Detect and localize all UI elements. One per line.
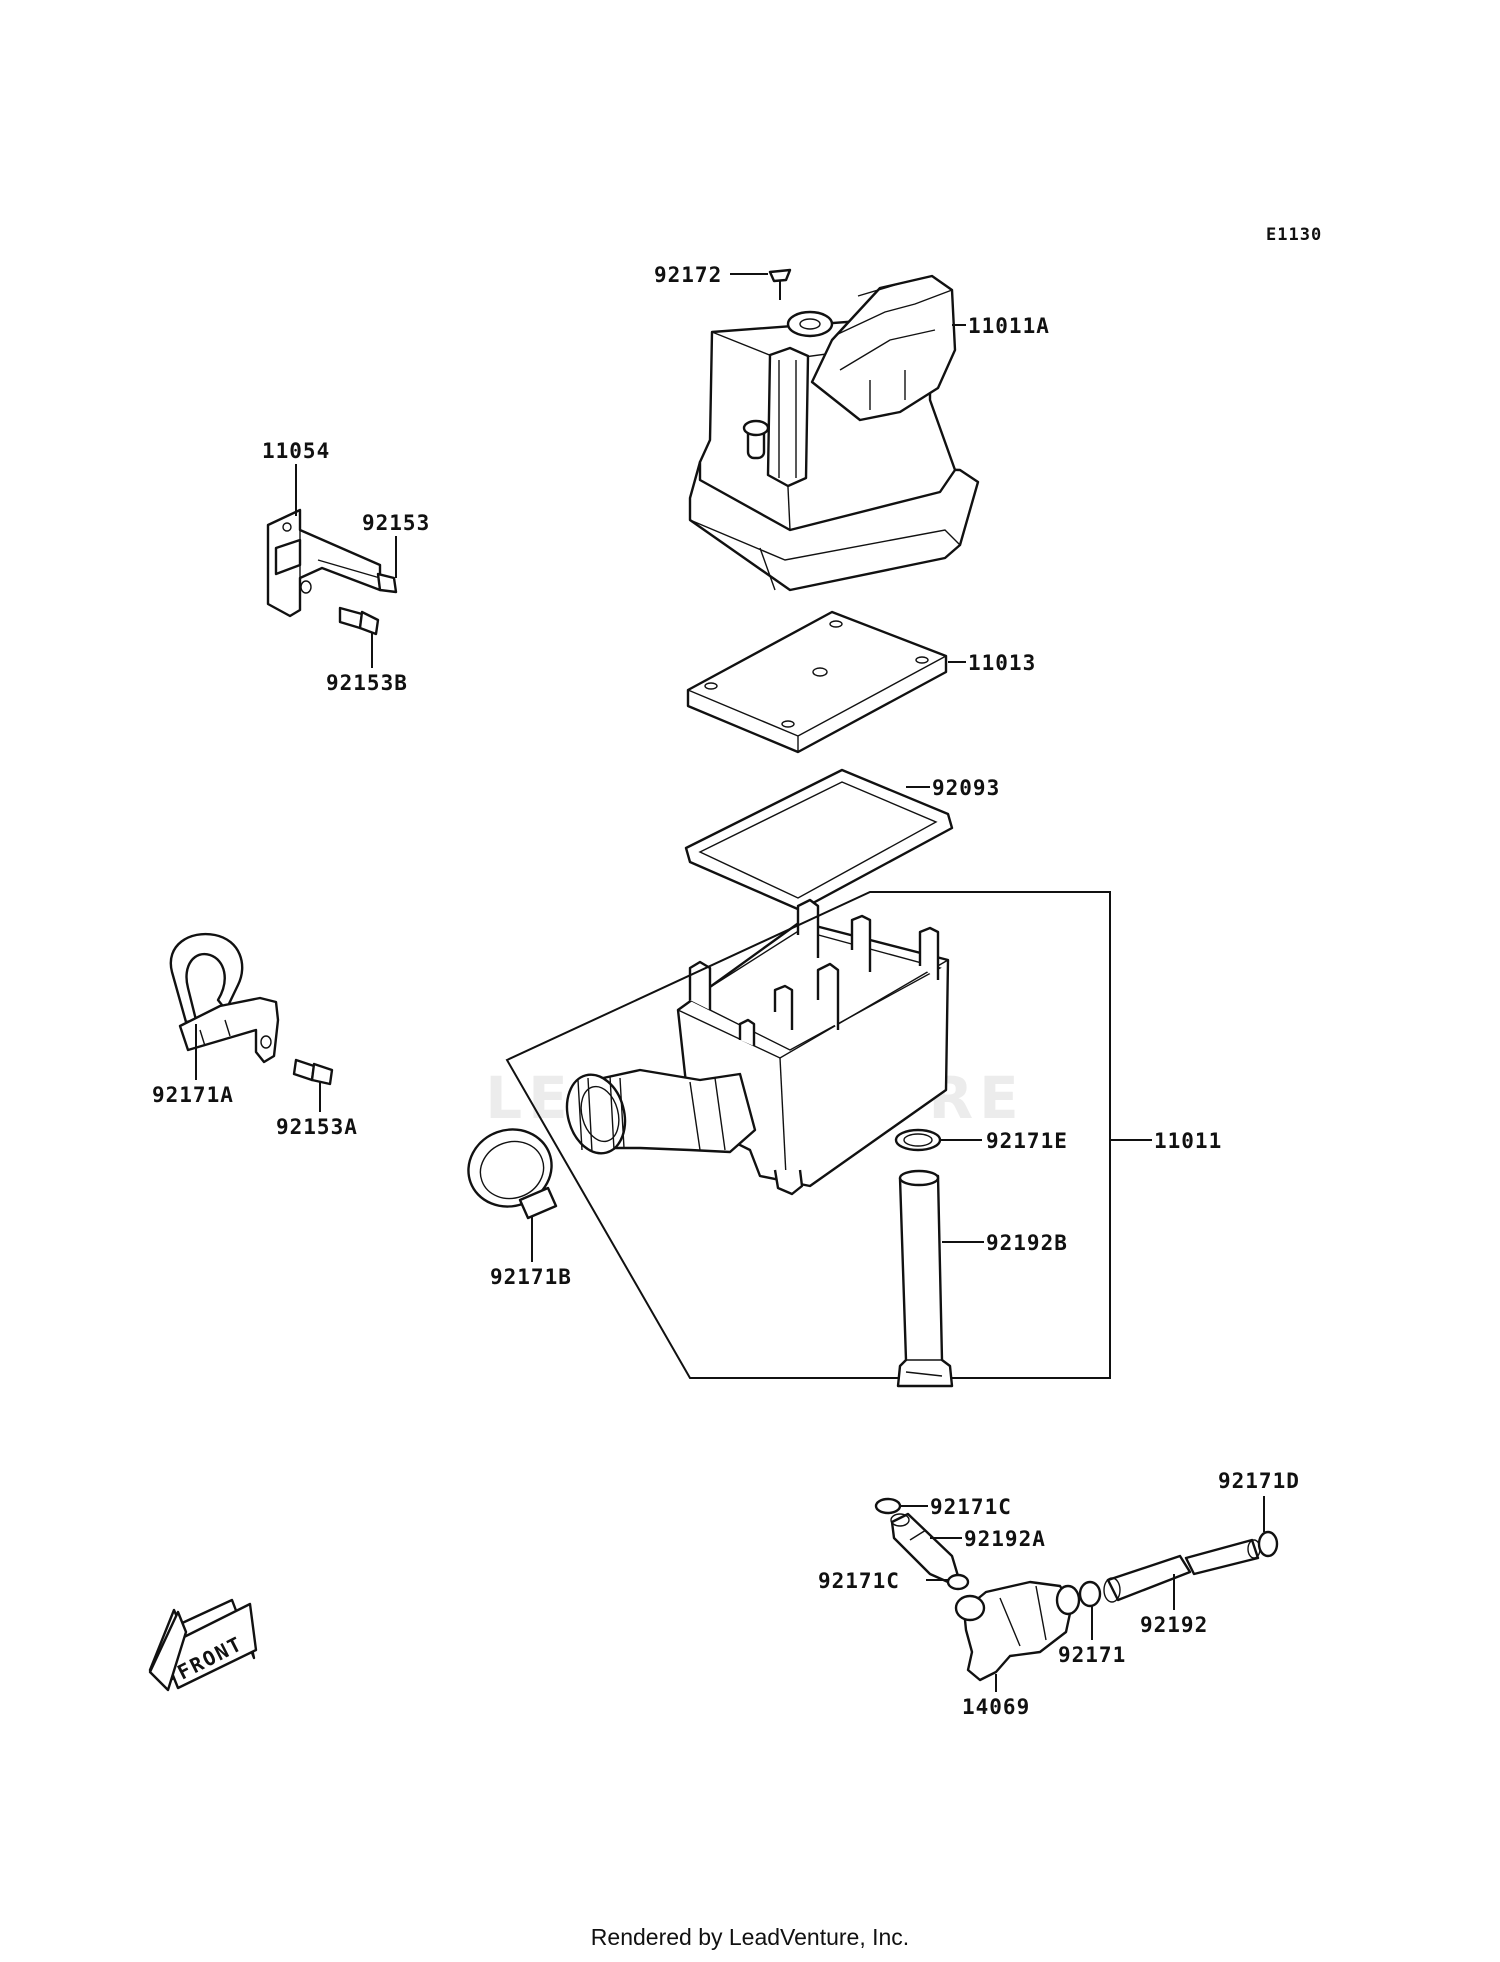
label-92171c-top: 92171C (930, 1495, 1012, 1519)
clamp-bracket-92171a (169, 932, 280, 1064)
bolt-92153 (317, 559, 398, 594)
diagram-code: E1130 (1266, 225, 1322, 245)
drain-tube-92192b (896, 1169, 954, 1388)
clamp-92171d (1257, 1530, 1279, 1558)
clamp-92171 (1078, 1580, 1102, 1608)
label-92172: 92172 (654, 263, 722, 287)
bolt-92153a (292, 1058, 334, 1086)
footer-credit: Rendered by LeadVenture, Inc. (590, 1924, 910, 1950)
case-assembly-outline (505, 891, 1111, 1379)
front-direction-arrow: FRONT (148, 1598, 258, 1692)
bolt-92153b (338, 606, 380, 636)
label-11013: 11013 (968, 651, 1036, 675)
label-92171: 92171 (1058, 1643, 1126, 1667)
air-cleaner-case (565, 898, 950, 1196)
label-14069: 14069 (962, 1695, 1030, 1719)
label-92093: 92093 (932, 776, 1000, 800)
label-11011: 11011 (1154, 1129, 1222, 1153)
label-11054: 11054 (262, 439, 330, 463)
hose-92192a (890, 1512, 960, 1584)
label-92171d: 92171D (1218, 1469, 1300, 1493)
gasket (684, 768, 954, 912)
label-92171c-bottom: 92171C (818, 1569, 900, 1593)
label-92153b: 92153B (326, 671, 408, 695)
clamp-92171c-bottom (946, 1573, 970, 1591)
clamp-92171e (894, 1128, 942, 1152)
label-92171a: 92171A (152, 1083, 234, 1107)
air-cleaner-cover (688, 268, 980, 592)
label-92192a: 92192A (964, 1527, 1046, 1551)
label-11011a: 11011A (968, 314, 1050, 338)
breather-fitting-14069 (954, 1580, 1081, 1682)
label-92192: 92192 (1140, 1613, 1208, 1637)
label-92171e: 92171E (986, 1129, 1068, 1153)
label-92192b: 92192B (986, 1231, 1068, 1255)
label-92171b: 92171B (490, 1265, 572, 1289)
clamp-92171c-top (874, 1497, 902, 1515)
label-92153: 92153 (362, 511, 430, 535)
clamp-92171b (467, 1128, 558, 1220)
bracket-11054 (266, 508, 382, 618)
label-92153a: 92153A (276, 1115, 358, 1139)
air-cleaner-element (686, 610, 948, 754)
hose-92192 (1103, 1538, 1261, 1603)
leader-lines (195, 273, 1265, 1692)
